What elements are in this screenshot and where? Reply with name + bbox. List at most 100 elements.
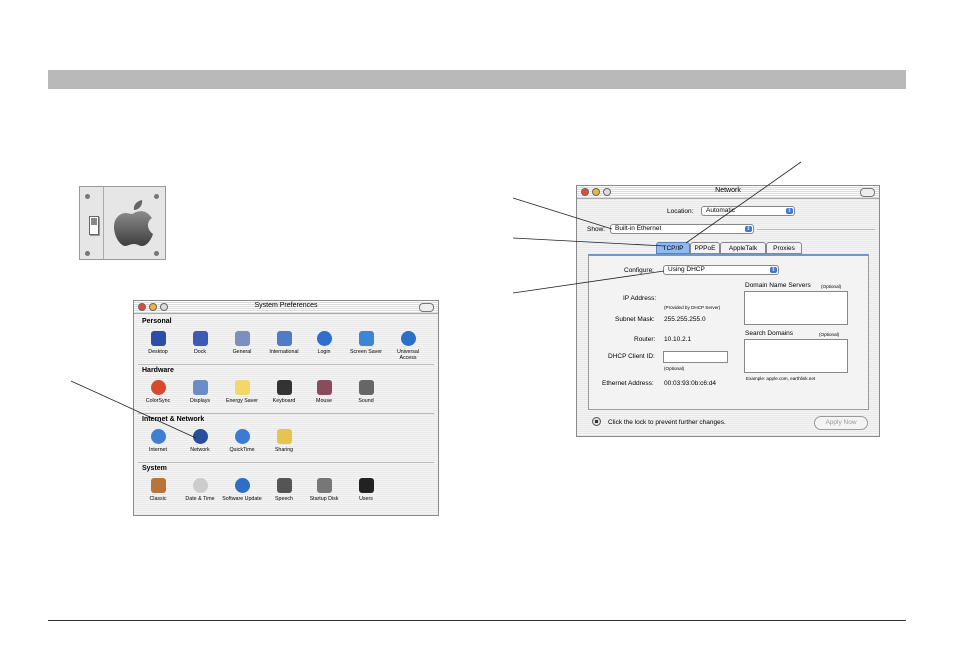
pref-item-sound[interactable]: Sound [346,380,386,404]
pref-label: Displays [189,398,211,404]
toolbar-toggle-button[interactable] [419,303,434,312]
pref-item-general[interactable]: General [222,331,262,355]
software-update-icon [234,478,250,493]
pref-label: Sound [358,398,374,404]
classic-icon [150,478,166,493]
section-label: Internet & Network [142,416,205,423]
apply-now-button[interactable]: Apply Now [814,416,868,430]
section-label: Personal [142,318,172,325]
close-button[interactable] [581,188,589,196]
pref-label: Date & Time [185,496,215,502]
search-domains-field[interactable] [744,339,848,373]
show-label: Show: [587,226,606,233]
pref-label: Speech [275,496,293,502]
pref-item-colorsync[interactable]: ColorSync [138,380,178,404]
pref-item-users[interactable]: Users [346,478,386,502]
section-divider [138,462,434,463]
show-popup[interactable]: Built-in Ethernet ⇕ [610,224,754,234]
footer-rule [48,620,906,621]
chevron-down-icon: ⇕ [745,226,752,232]
window-title: System Preferences [254,302,318,309]
chevron-down-icon: ⇕ [770,267,777,273]
keyboard-icon [276,380,292,395]
pref-label: International [269,349,299,355]
tab-pppoe[interactable]: PPPoE [690,242,720,254]
pref-item-dock[interactable]: Dock [180,331,220,355]
tcpip-panel: Configure: Using DHCP ⇕ IP Address: (Pro… [588,254,869,410]
router-value: 10.10.2.1 [664,336,692,343]
date-time-icon [192,478,208,493]
tab-tcpip[interactable]: TCP/IP [656,242,690,254]
example-text: Example: apple.com, earthlink.net [746,376,816,381]
pref-item-date-time[interactable]: Date & Time [180,478,220,502]
pref-item-mouse[interactable]: Mouse [304,380,344,404]
pref-item-universal-access[interactable]: Universal Access [388,331,428,361]
dock-icon [192,331,208,346]
pref-item-desktop[interactable]: Desktop [138,331,178,355]
section-label: System [142,465,167,472]
displays-icon [192,380,208,395]
pref-item-network[interactable]: Network [180,429,220,453]
minimize-button[interactable] [149,303,157,311]
subnet-mask-value: 255.255.255.0 [664,316,706,323]
pref-item-screen-saver[interactable]: Screen Saver [346,331,386,355]
zoom-button[interactable] [160,303,168,311]
pref-item-speech[interactable]: Speech [264,478,304,502]
title-bar[interactable]: Network [577,186,879,199]
pref-label: Login [317,349,331,355]
pref-item-energy-saver[interactable]: Energy Saver [222,380,262,404]
pref-label: Startup Disk [309,496,339,502]
dns-field[interactable] [744,291,848,325]
pref-item-quicktime[interactable]: QuickTime [222,429,262,453]
pref-label: Universal Access [396,349,420,361]
dhcp-client-id-label: DHCP Client ID: [608,353,655,360]
pref-item-internet[interactable]: Internet [138,429,178,453]
lock-icon[interactable] [592,417,601,426]
pref-label: General [232,349,252,355]
pref-item-displays[interactable]: Displays [180,380,220,404]
window-title: Network [715,187,741,194]
dhcp-client-id-field[interactable] [663,351,728,363]
ethernet-address-value: 00:03:93:0b:c6:d4 [664,380,717,387]
pref-item-international[interactable]: International [264,331,304,355]
close-button[interactable] [138,303,146,311]
subnet-mask-label: Subnet Mask: [615,316,655,323]
pref-item-software-update[interactable]: Software Update [222,478,262,502]
zoom-button[interactable] [603,188,611,196]
configure-popup[interactable]: Using DHCP ⇕ [663,265,779,275]
pref-label: Keyboard [272,398,296,404]
configure-value: Using DHCP [668,266,705,273]
pref-label: QuickTime [229,447,255,453]
pref-item-login[interactable]: Login [304,331,344,355]
tab-appletalk[interactable]: AppleTalk [720,242,766,254]
pref-item-sharing[interactable]: Sharing [264,429,304,453]
pref-item-classic[interactable]: Classic [138,478,178,502]
quicktime-icon [234,429,250,444]
colorsync-icon [150,380,166,395]
pref-label: Internet [149,447,167,453]
location-label: Location: [667,208,694,215]
pref-label: Mouse [316,398,332,404]
sound-icon [358,380,374,395]
minimize-button[interactable] [592,188,600,196]
search-domains-note: (Optional) [819,332,840,337]
show-value: Built-in Ethernet [615,225,662,232]
dns-label: Domain Name Servers [745,282,811,289]
network-window: Network Location: Automatic ⇕ Show: Buil… [576,185,880,437]
general-icon [234,331,250,346]
section-label: Hardware [142,367,174,374]
tab-proxies[interactable]: Proxies [766,242,802,254]
pref-item-keyboard[interactable]: Keyboard [264,380,304,404]
screw-icon [85,194,90,199]
search-domains-label: Search Domains [745,330,794,337]
internet-icon [150,429,166,444]
sharing-icon [276,429,292,444]
location-popup[interactable]: Automatic ⇕ [701,206,795,216]
pref-label: Users [359,496,373,502]
toolbar-toggle-button[interactable] [860,188,875,197]
pref-item-startup-disk[interactable]: Startup Disk [304,478,344,502]
pref-label: Energy Saver [225,398,259,404]
section-divider [138,413,434,414]
title-bar[interactable]: System Preferences [134,301,438,314]
screw-icon [154,251,159,256]
